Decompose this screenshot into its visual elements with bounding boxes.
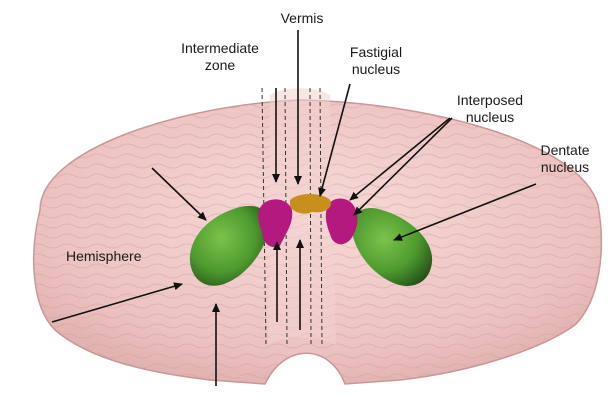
- interposed-line1: Interposed: [448, 92, 532, 109]
- dentate-nucleus-label: Dentate nucleus: [530, 142, 600, 176]
- dentate-line1: Dentate: [530, 142, 600, 159]
- hemisphere-label: Hemisphere: [66, 248, 141, 265]
- interposed-line2: nucleus: [448, 109, 532, 126]
- fastigial-line2: nucleus: [340, 61, 412, 78]
- intermediate-zone-line1: Intermediate: [168, 40, 272, 57]
- dentate-line2: nucleus: [530, 159, 600, 176]
- intermediate-zone-label: Intermediate zone: [168, 40, 272, 74]
- fastigial-nucleus: [290, 194, 331, 214]
- fastigial-nucleus-label: Fastigial nucleus: [340, 44, 412, 78]
- fastigial-line1: Fastigial: [340, 44, 412, 61]
- intermediate-zone-line2: zone: [168, 57, 272, 74]
- interposed-nucleus-label: Interposed nucleus: [448, 92, 532, 126]
- vermis-label: Vermis: [274, 10, 330, 27]
